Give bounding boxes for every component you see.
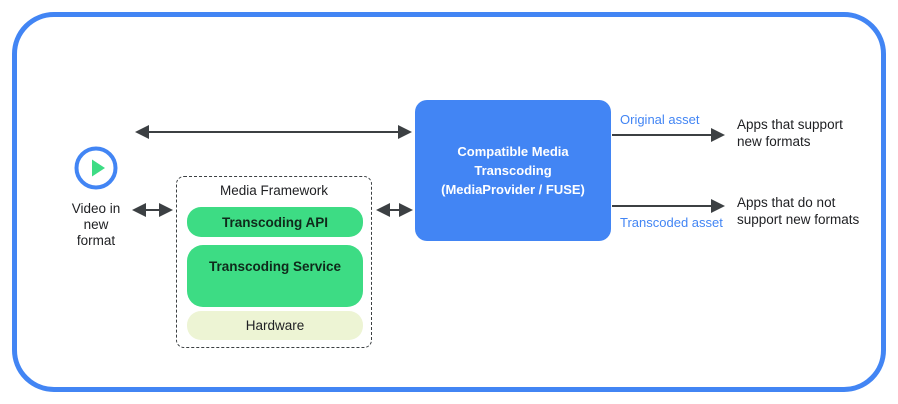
layer-hardware-label: Hardware xyxy=(245,318,305,333)
compatible-media-transcoding-box[interactable]: Compatible Media Transcoding (MediaProvi… xyxy=(415,100,611,241)
layer-transcoding-api-label: Transcoding API xyxy=(221,214,329,230)
video-source-group: Video in new format xyxy=(46,145,146,249)
media-framework-box: Media Framework Transcoding API Transcod… xyxy=(176,176,372,348)
layer-transcoding-service-label: Transcoding Service xyxy=(208,259,342,274)
apps-that-support-label: Apps that support new formats xyxy=(737,117,843,149)
media-framework-title: Media Framework xyxy=(219,183,329,198)
layer-hardware[interactable]: Hardware xyxy=(187,311,363,340)
play-circle-icon xyxy=(74,146,118,190)
layer-transcoding-service[interactable]: Transcoding Service xyxy=(187,245,363,307)
compatible-media-transcoding-label: Compatible Media Transcoding (MediaProvi… xyxy=(441,144,585,197)
video-source-label: Video in new format xyxy=(71,201,121,248)
apps-that-do-not-support-label: Apps that do not support new formats xyxy=(737,195,860,227)
transcoded-asset-label: Transcoded asset xyxy=(620,215,723,230)
original-asset-label: Original asset xyxy=(620,112,700,127)
layer-transcoding-api[interactable]: Transcoding API xyxy=(187,207,363,237)
